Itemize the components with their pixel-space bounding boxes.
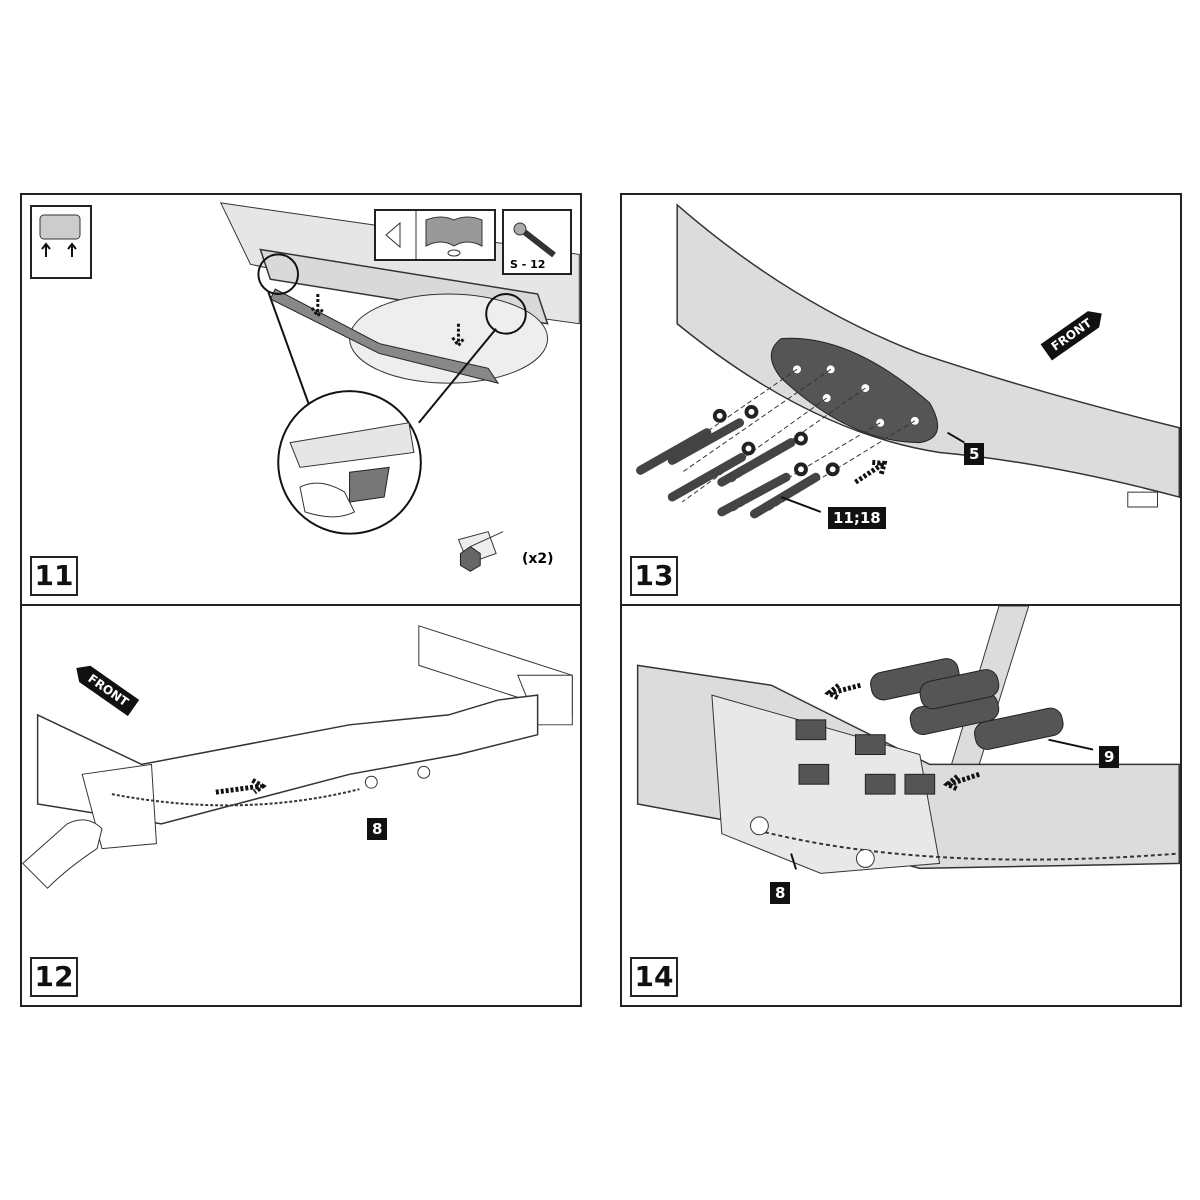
vehicle-rear-icon <box>30 205 92 279</box>
step-12-illustration <box>22 625 573 889</box>
bolt-quantity-label: (x2) <box>522 551 554 567</box>
step-13-panel: FRONT 5 11;18 13 <box>620 193 1182 606</box>
wrench-tool-icon: S - 12 <box>502 209 572 275</box>
step-number: 12 <box>30 957 78 997</box>
part-8-label: 8 <box>367 818 388 840</box>
part-11-18-label: 11;18 <box>828 507 886 529</box>
step-number: 14 <box>630 957 678 997</box>
step-11-illustration <box>219 202 580 572</box>
inspect-manual-icons <box>374 209 496 261</box>
step-number: 13 <box>630 556 678 596</box>
part-8-label: 8 <box>770 882 791 904</box>
step-13-illustration <box>636 203 1180 519</box>
step-14-panel: 9 8 14 <box>620 604 1182 1007</box>
part-9-label: 9 <box>1099 746 1120 768</box>
step-14-illustration <box>636 606 1180 874</box>
tool-size-label: S - 12 <box>510 258 546 271</box>
step-number: 11 <box>30 556 78 596</box>
step-11-panel: S - 12 (x2) 11 <box>20 193 582 606</box>
part-5-label: 5 <box>964 443 985 465</box>
step-12-panel: FRONT 8 12 <box>20 604 582 1007</box>
